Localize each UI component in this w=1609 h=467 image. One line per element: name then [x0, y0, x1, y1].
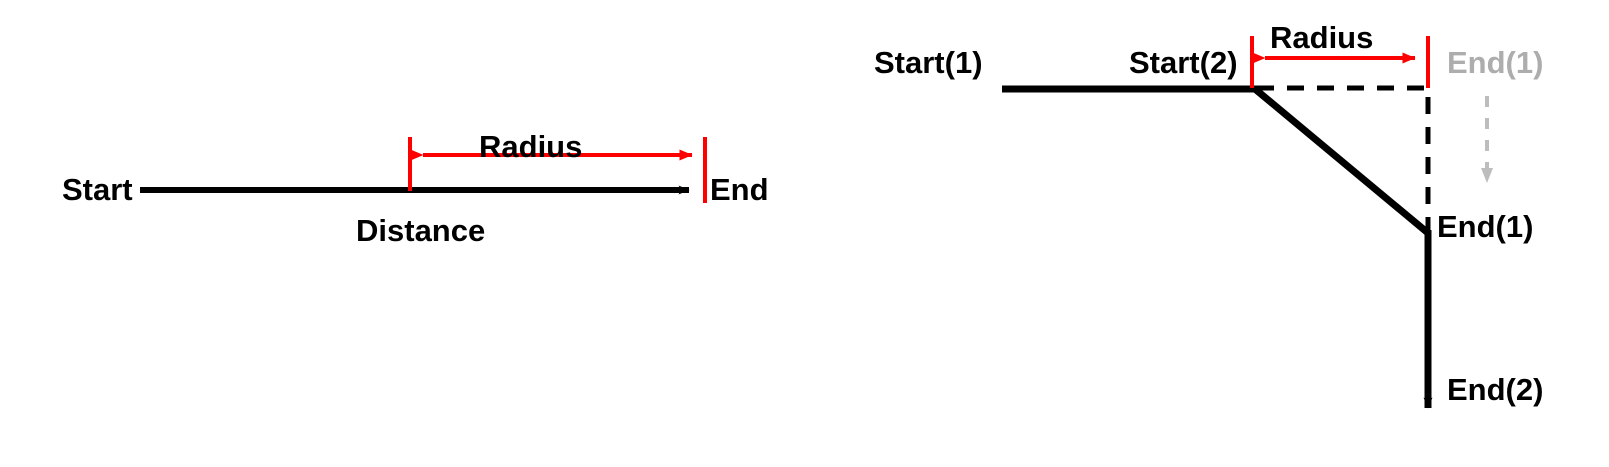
right-fillet-diagonal	[1252, 86, 1431, 236]
right-radius-label: Radius	[1270, 20, 1374, 55]
left-distance-label: Distance	[356, 213, 486, 248]
left-start-label: Start	[62, 172, 133, 207]
right-end-1-ghost-label: End(1)	[1447, 45, 1544, 80]
right-end-2-label: End(2)	[1447, 372, 1544, 407]
right-start-1-label: Start(1)	[874, 45, 983, 80]
left-radius-label: Radius	[479, 129, 583, 164]
right-end-1-label: End(1)	[1437, 209, 1534, 244]
right-start-2-label: Start(2)	[1129, 45, 1238, 80]
left-end-label: End	[710, 172, 769, 207]
